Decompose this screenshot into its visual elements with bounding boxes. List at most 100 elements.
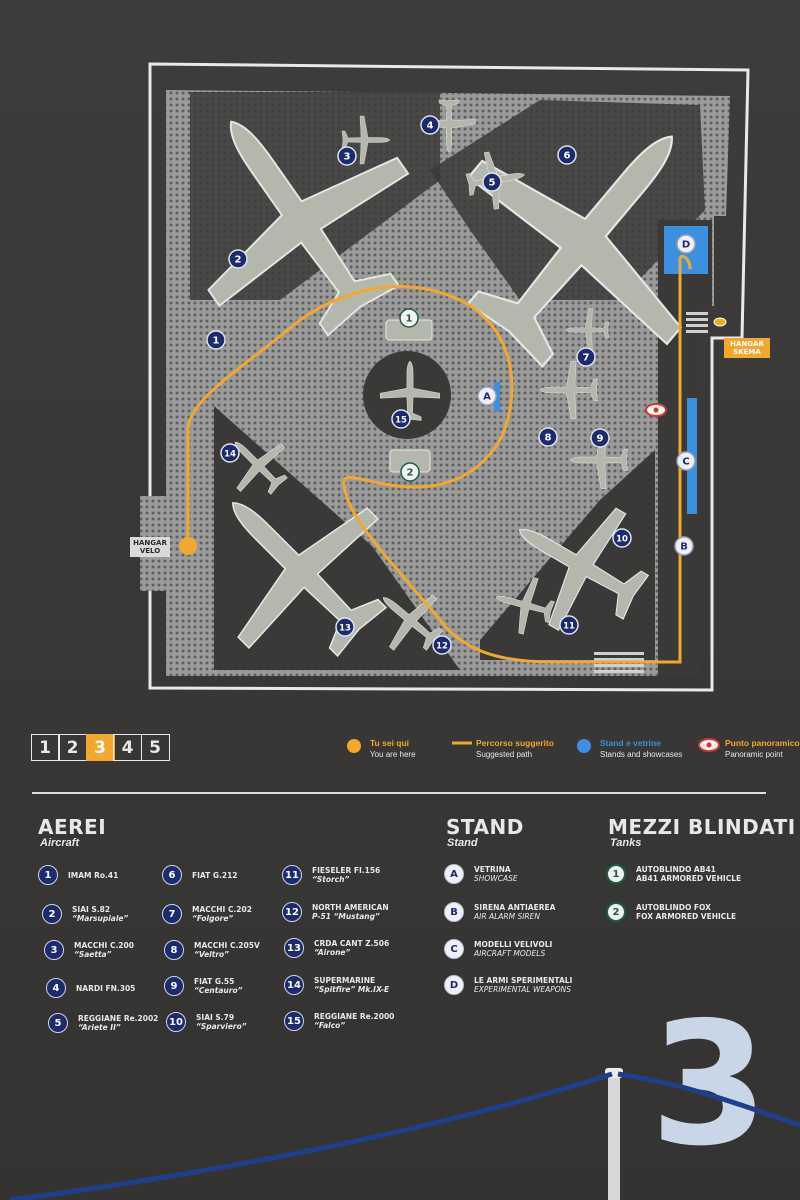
stand-marker-c-circle	[676, 451, 696, 471]
tank-marker-2-circle	[400, 462, 420, 482]
bottom-steps	[594, 652, 644, 673]
aircraft-name: IMAM Ro.41	[68, 870, 119, 880]
aircraft-marker-4-label: 4	[427, 121, 434, 132]
aircraft-num: 9	[164, 976, 184, 996]
area-page-5: 5	[140, 734, 170, 761]
aircraft-name: SUPERMARINE	[314, 976, 376, 985]
you-are-here-icon	[347, 739, 361, 753]
aircraft-nickname: “Falco”	[314, 1021, 346, 1030]
legend-you-are-here-it: Tu sei qui	[370, 738, 410, 748]
stand-name: LE ARMI SPERIMENTALI	[474, 976, 573, 985]
aircraft-marker-1-circle	[206, 330, 226, 350]
aircraft-num: 8	[164, 940, 184, 960]
stand-marker-b-label: B	[680, 542, 688, 553]
section-divider	[32, 792, 766, 794]
aircraft-marker-15-circle	[391, 409, 411, 429]
aircraft-marker-11-circle	[559, 615, 579, 635]
aircraft-name: MACCHI C.205V	[194, 941, 260, 950]
stand-a-bar	[494, 382, 500, 412]
aircraft-marker-5-label: 5	[489, 178, 496, 189]
legend-panoramic-it: Punto panoramico	[725, 738, 800, 748]
aircraft-marker-11-label: 11	[563, 622, 575, 632]
aircraft-marker-9-circle	[590, 428, 610, 448]
aircraft-marker-5-circle	[482, 172, 502, 192]
tanks-subtitle: Tanks	[610, 837, 642, 849]
area-page-4: 4	[113, 734, 142, 761]
stand-name-en: EXPERIMENTAL WEAPONS	[474, 985, 572, 994]
hangar-velo-tag: HANGAR VELO	[130, 537, 170, 557]
stand-marker-a-label: A	[483, 392, 491, 403]
aircraft-marker-3-label: 3	[344, 152, 351, 163]
aircraft-num: 15	[284, 1011, 304, 1031]
legend-panoramic: Punto panoramico Panoramic point	[698, 738, 800, 760]
aircraft-num: 2	[42, 904, 62, 924]
tank-name: AUTOBLINDO FOX	[636, 903, 711, 912]
barrier-rope-right	[617, 1071, 800, 1128]
barrier-post	[608, 1074, 620, 1200]
hangar-skema-line1: HANGAR	[730, 340, 764, 348]
aircraft-marker-1-label: 1	[213, 336, 220, 347]
legend-you-are-here-en: You are here	[370, 750, 416, 759]
area-pager: 1 2 3 4 5	[30, 734, 170, 761]
aircraft-marker-6-label: 6	[564, 151, 571, 162]
aircraft-nickname: “Storch”	[312, 875, 350, 884]
aircraft-marker-6-circle	[557, 145, 577, 165]
aircraft-nickname: “Folgore”	[192, 914, 234, 923]
tank-name-en: FOX ARMORED VEHICLE	[636, 912, 737, 921]
aircraft-marker-7-circle	[576, 347, 596, 367]
aircraft-marker-14-circle	[220, 443, 240, 463]
aircraft-nickname: “Marsupiale”	[72, 914, 129, 923]
path-line-icon	[452, 741, 472, 745]
aircraft-name: NORTH AMERICAN	[312, 903, 389, 912]
aircraft-marker-14-label: 14	[224, 450, 236, 460]
aircraft-marker-13-circle	[335, 617, 355, 637]
plinth-top-right	[430, 100, 705, 300]
tank-marker-1-circle	[399, 308, 419, 328]
legend-path-en: Suggested path	[476, 750, 533, 759]
aircraft-marker-9-label: 9	[597, 434, 604, 445]
aircraft-num: 1	[38, 865, 58, 885]
aircraft-nickname: “Sparviero”	[196, 1022, 247, 1031]
legend-you-are-here: Tu sei qui You are here	[346, 738, 416, 760]
aircraft-name: SIAI S.79	[196, 1013, 235, 1022]
stand-letter: B	[444, 902, 464, 922]
aircraft-nickname: “Centauro”	[194, 986, 243, 995]
aircraft-name: REGGIANE Re.2002	[78, 1014, 159, 1023]
aircraft-title: AEREI	[38, 815, 107, 839]
panoramic-point-marker-2	[713, 317, 727, 327]
aircraft-marker-12-label: 12	[436, 642, 448, 652]
area-page-1: 1	[30, 734, 60, 761]
tank-marker-2-label: 2	[407, 468, 414, 479]
aircraft-num: 11	[282, 865, 302, 885]
aircraft-marker-10-label: 10	[616, 535, 628, 545]
area-page-3: 3	[85, 734, 115, 761]
stand-marker-d-circle	[676, 234, 696, 254]
aircraft-num: 7	[162, 904, 182, 924]
aircraft-marker-4-circle	[420, 115, 440, 135]
aircraft-item-1: 1 IMAM Ro.41	[38, 865, 118, 885]
stand-letter: A	[444, 864, 464, 884]
aircraft-nickname: “Airone”	[314, 948, 351, 957]
stand-letter: C	[444, 939, 464, 959]
barrier-rope-left	[9, 1071, 613, 1200]
stand-name-en: SHOWCASE	[474, 874, 518, 883]
hangar-skema-tag: HANGAR SKEMA	[724, 338, 770, 358]
aircraft-name: REGGIANE Re.2000	[314, 1012, 395, 1021]
stand-name-en: AIRCRAFT MODELS	[474, 949, 546, 958]
stand-name-en: AIR ALARM SIREN	[474, 912, 540, 921]
